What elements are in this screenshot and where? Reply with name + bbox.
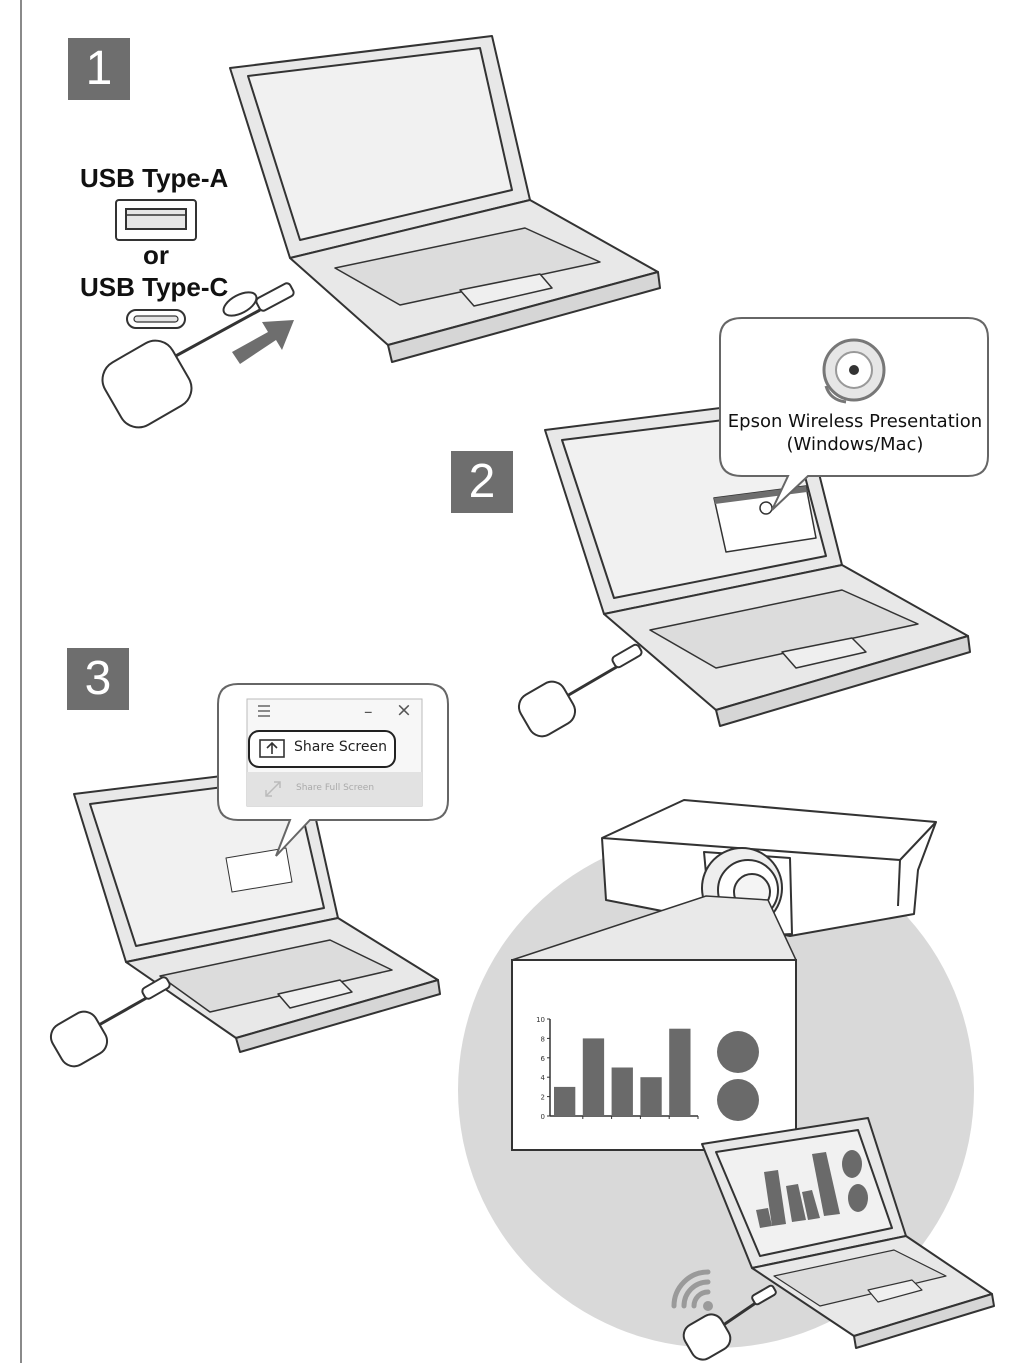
or-label: or <box>143 240 169 270</box>
left-margin-rule <box>20 0 22 1363</box>
insert-arrow-icon <box>232 320 294 364</box>
app-platform-label: (Windows/Mac) <box>786 434 924 455</box>
step-2-badge: 2 <box>451 451 513 513</box>
app-icon <box>822 338 886 404</box>
chart-pie-bottom <box>717 1079 759 1121</box>
usb-a-port-icon <box>115 199 197 241</box>
chart-y-tick-label: 6 <box>541 1055 546 1063</box>
chart-bar <box>554 1086 576 1116</box>
usb-type-c-label: USB Type-C <box>80 272 229 302</box>
usb-c-port-icon <box>126 309 186 329</box>
chart-y-tick-label: 8 <box>541 1035 545 1043</box>
expand-icon <box>265 781 281 797</box>
projected-chart: 0 2 4 6 8 10 <box>536 1016 699 1121</box>
chart-pie-top <box>717 1031 759 1073</box>
app-name-label: Epson Wireless Presentation <box>727 411 983 432</box>
chart-y-tick-label: 4 <box>541 1074 546 1082</box>
dongle-projecting <box>682 1284 777 1361</box>
laptop-step-2 <box>544 397 971 727</box>
wifi-icon <box>671 1269 713 1311</box>
laptop-screen-chart <box>756 1150 868 1228</box>
laptop-step-1 <box>229 35 661 363</box>
chart-bar <box>669 1028 691 1116</box>
chart-y-tick-label: 10 <box>536 1016 545 1024</box>
chart-y-tick-label: 0 <box>541 1113 545 1121</box>
minimize-button[interactable]: – <box>364 702 373 722</box>
chart-bar <box>611 1067 633 1116</box>
share-screen-icon <box>259 739 285 758</box>
dongle-step-2 <box>517 643 643 738</box>
chart-bar <box>582 1038 605 1116</box>
share-full-screen-button[interactable]: Share Full Screen <box>296 783 375 793</box>
close-button[interactable]: × <box>396 699 412 721</box>
step-1-badge: 1 <box>68 38 130 100</box>
chart-y-tick-label: 2 <box>541 1094 545 1102</box>
step-3-badge: 3 <box>67 648 129 710</box>
app-callout-bubble <box>719 317 989 511</box>
dongle-step-3 <box>49 976 171 1068</box>
chart-bar <box>640 1077 662 1116</box>
usb-type-a-label: USB Type-A <box>80 163 229 193</box>
share-screen-button[interactable]: Share Screen <box>294 739 387 755</box>
share-menu-callout <box>217 683 449 857</box>
hamburger-menu-icon[interactable] <box>258 705 270 717</box>
dongle-step-1 <box>101 282 295 429</box>
